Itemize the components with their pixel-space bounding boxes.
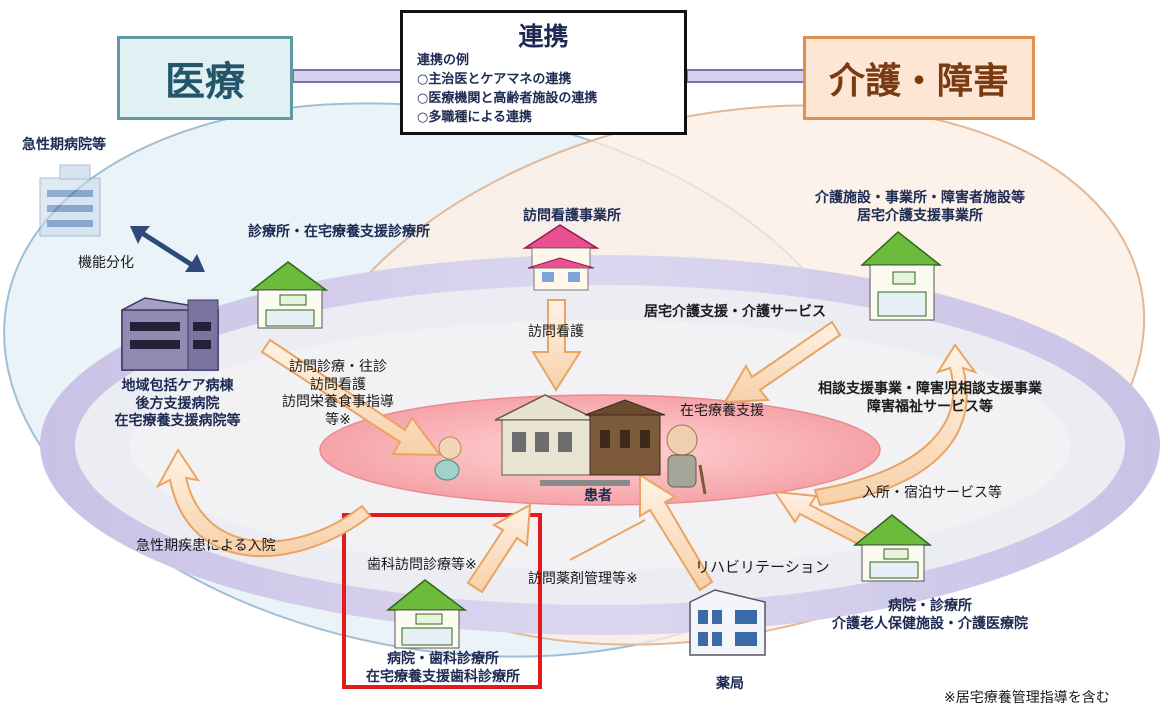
visiting-nursing-label: 訪問看護 xyxy=(528,324,584,340)
collaboration-item: ○医療機関と高齢者施設の連携 xyxy=(417,91,598,106)
home-visit-line: 訪問栄養食事指導 xyxy=(282,394,394,410)
clinic-icon xyxy=(249,261,329,329)
medical-box-label: 医療 xyxy=(165,59,245,105)
arrow-nursing-down xyxy=(531,299,582,392)
home-visit-line: 訪問看護 xyxy=(310,376,366,393)
arrow-rehab xyxy=(639,473,714,592)
dental-clinic-line: 病院・歯科診療所 xyxy=(387,651,499,667)
care-facility-icon xyxy=(860,231,943,321)
pharmacy-icon xyxy=(689,589,766,656)
community-hospital-line: 在宅療養支援病院等 xyxy=(114,413,241,429)
acute-hospital-icon xyxy=(39,164,101,237)
visiting-nursing-icon xyxy=(522,224,600,291)
collaboration-subtitle: 連携の例 xyxy=(417,53,470,68)
care-disability-box: 介護・障害 xyxy=(803,36,1035,120)
arrow-consult-up xyxy=(813,343,978,507)
dental-visit-label: 歯科訪問診療等※ xyxy=(367,557,477,573)
hospital-right-line: 介護老人保健施設・介護医療院 xyxy=(832,615,1028,632)
collaboration-item: ○多職種による連携 xyxy=(417,110,532,125)
dental-highlight-frame xyxy=(342,513,542,689)
home-care-support-label: 居宅介護支援・介護サービス xyxy=(644,304,826,320)
pharmacy-label: 薬局 xyxy=(716,676,744,692)
baby-icon xyxy=(434,436,462,481)
admission-services-label: 入所・宿泊サービス等 xyxy=(862,485,1002,501)
consultation-label: 相談支援事業・障害児相談支援事業 障害福祉サービス等 xyxy=(780,381,1080,416)
community-hospital-line: 後方支援病院 xyxy=(135,395,220,412)
arrow-acute xyxy=(155,448,372,558)
connector-right xyxy=(686,69,806,83)
community-hospital-line: 地域包括ケア病棟 xyxy=(121,378,234,394)
double-arrow xyxy=(130,226,205,272)
home-medical-support-label: 在宅療養支援 xyxy=(680,403,764,419)
arrow-pharmacy xyxy=(569,519,646,561)
arrow-admission xyxy=(772,490,870,547)
collaboration-title: 連携 xyxy=(518,22,569,51)
arrow-dental-up xyxy=(466,503,532,594)
care-facilities-label: 介護施設・事業所・障害者施設等 居宅介護支援事業所 xyxy=(785,190,1055,225)
medical-box: 医療 xyxy=(117,36,293,120)
patient-house-icon xyxy=(494,394,666,486)
hospital-right-line: 病院・診療所 xyxy=(888,598,972,614)
consultation-line: 相談支援事業・障害児相談支援事業 xyxy=(818,381,1042,397)
elderly-icon xyxy=(666,424,707,495)
community-hospital-label: 地域包括ケア病棟 後方支援病院 在宅療養支援病院等 xyxy=(90,378,265,431)
dental-clinic-label: 病院・歯科診療所 在宅療養支援歯科診療所 xyxy=(348,651,538,686)
community-hospital-icon xyxy=(121,297,219,371)
patient-label: 患者 xyxy=(584,488,612,504)
visiting-nursing-station-label: 訪問看護事業所 xyxy=(523,208,621,224)
care-box-label: 介護・障害 xyxy=(828,61,1009,102)
care-facilities-line: 介護施設・事業所・障害者施設等 xyxy=(815,190,1025,206)
rehabilitation-label: リハビリテーション xyxy=(695,558,830,576)
flow-arrows xyxy=(155,299,978,594)
acute-hospital-label: 急性期病院等 xyxy=(22,137,106,153)
acute-admission-label: 急性期疾患による入院 xyxy=(136,538,276,554)
arrow-clinic-to-patient xyxy=(260,338,443,457)
care-facilities-line: 居宅介護支援事業所 xyxy=(857,207,983,224)
home-visit-line: 訪問診療・往診 xyxy=(289,359,387,375)
home-visit-line: 等※ xyxy=(325,411,351,428)
collaboration-list: 連携の例 ○主治医とケアマネの連携 ○医療機関と高齢者施設の連携 ○多職種による… xyxy=(417,51,597,127)
connector-left xyxy=(292,69,404,83)
functional-division-label: 機能分化 xyxy=(78,255,134,271)
hospital-right-icon xyxy=(852,514,933,582)
arrow-care-to-patient xyxy=(723,320,842,404)
hospital-right-label: 病院・診療所 介護老人保健施設・介護医療院 xyxy=(820,598,1040,633)
collaboration-item: ○主治医とケアマネの連携 xyxy=(417,72,572,87)
home-visit-label: 訪問診療・往診 訪問看護 訪問栄養食事指導 等※ xyxy=(268,359,408,429)
footnote: ※居宅療養管理指導を含む xyxy=(944,690,1110,706)
dental-clinic-line: 在宅療養支援歯科診療所 xyxy=(366,668,520,685)
dental-clinic-icon xyxy=(385,579,468,649)
clinic-label: 診療所・在宅療養支援診療所 xyxy=(248,224,430,240)
consultation-line: 障害福祉サービス等 xyxy=(867,398,993,415)
collaboration-box: 連携 連携の例 ○主治医とケアマネの連携 ○医療機関と高齢者施設の連携 ○多職種… xyxy=(400,10,687,135)
pharmaceutical-management-label: 訪問薬剤管理等※ xyxy=(528,571,638,587)
